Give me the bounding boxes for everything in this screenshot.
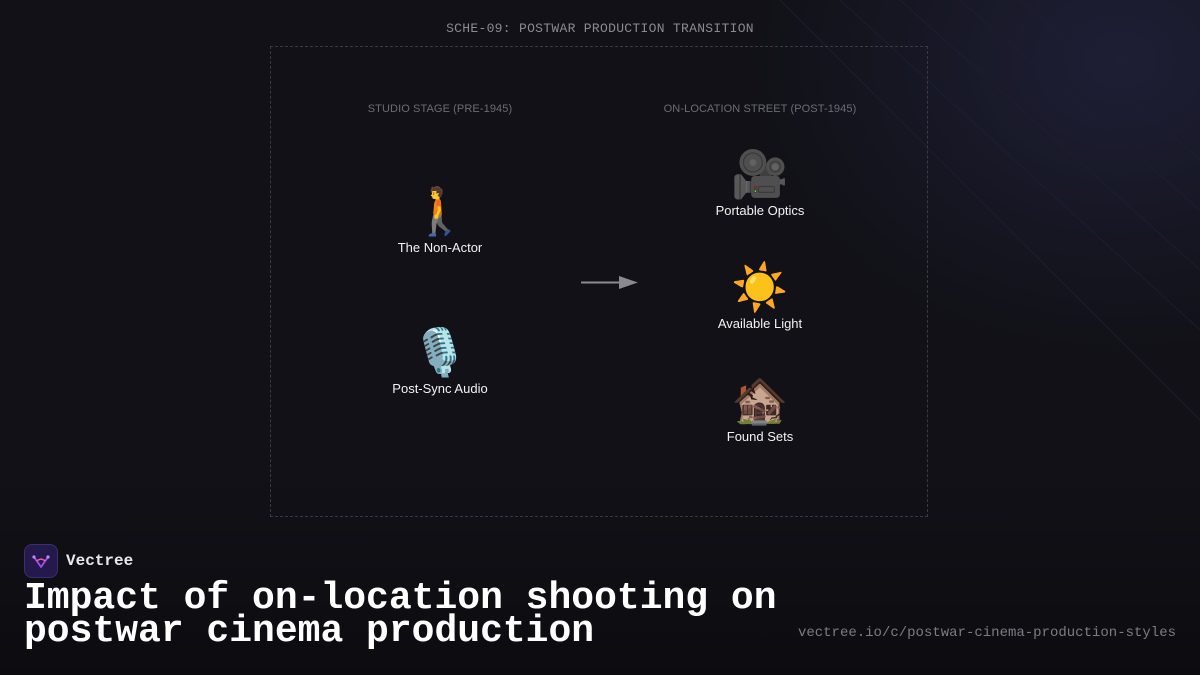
node-portable-optics: 🎥 Portable Optics	[660, 147, 860, 218]
arrow-right-icon	[581, 276, 638, 289]
movie-camera-icon: 🎥	[731, 147, 789, 201]
source-url[interactable]: vectree.io/c/postwar-cinema-production-s…	[797, 625, 1176, 641]
node-label: Post-Sync Audio	[392, 381, 488, 396]
node-found-sets: 🏚️ Found Sets	[660, 373, 860, 444]
node-label: The Non-Actor	[397, 240, 483, 255]
brand[interactable]: Vectree	[24, 544, 133, 578]
studio-microphone-icon: 🎙️	[411, 325, 469, 379]
node-available-light: ☀️ Available Light	[660, 260, 860, 331]
brand-name: Vectree	[66, 552, 134, 570]
node-label: Found Sets	[726, 429, 794, 444]
vectree-logo-icon	[24, 544, 58, 578]
page-title: Impact of on-location shooting on postwa…	[24, 577, 777, 653]
right-column-label: ON-LOCATION STREET (POST-1945)	[663, 103, 857, 115]
schematic-id: SCHE-09: POSTWAR PRODUCTION TRANSITION	[446, 21, 754, 36]
derelict-house-icon: 🏚️	[731, 373, 789, 427]
node-label: Available Light	[717, 316, 803, 331]
person-walking-icon: 🚶	[411, 184, 469, 238]
diagram-frame	[270, 46, 928, 517]
node-label: Portable Optics	[715, 203, 805, 218]
sun-icon: ☀️	[731, 260, 789, 314]
node-non-actor: 🚶 The Non-Actor	[340, 184, 540, 255]
node-post-sync-audio: 🎙️ Post-Sync Audio	[340, 325, 540, 396]
left-column-label: STUDIO STAGE (PRE-1945)	[367, 103, 513, 115]
